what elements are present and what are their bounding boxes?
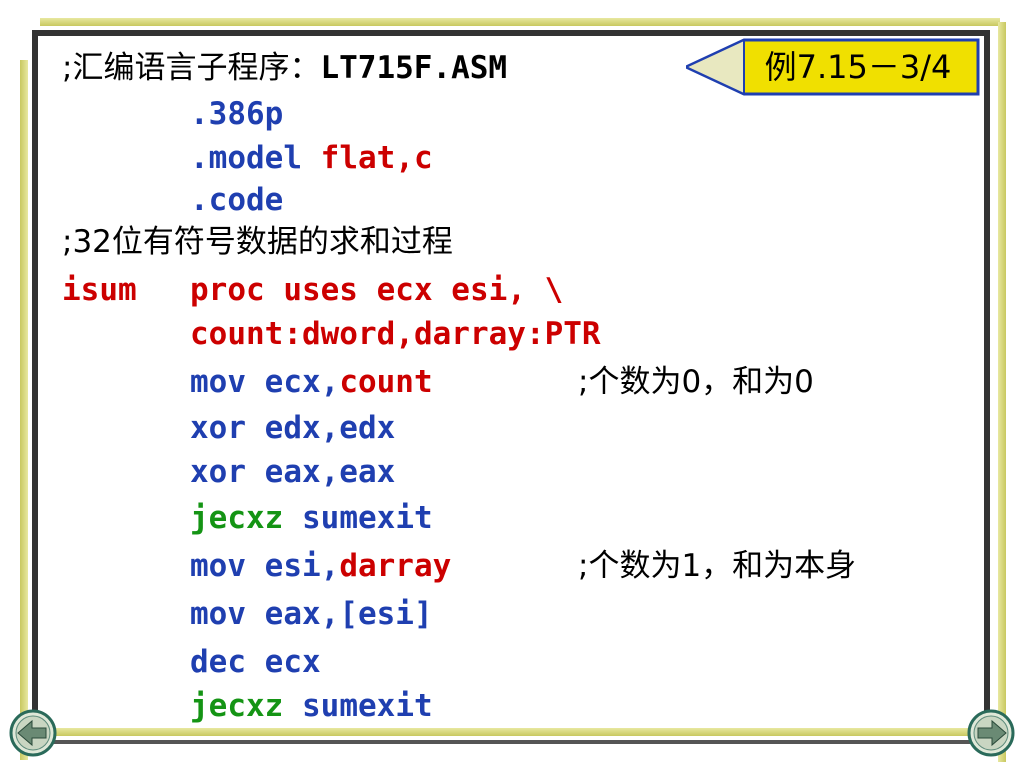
mov-esi-op: mov esi, (190, 548, 340, 584)
header-line: ;汇编语言子程序：LT715F.ASM (62, 48, 507, 88)
frame-right-dark (984, 30, 990, 720)
prev-slide-button[interactable] (8, 708, 58, 758)
code-line-jecxz-2: jecxz sumexit (190, 686, 433, 726)
header-comment-text: ;汇编语言子程序： (62, 50, 321, 86)
model-keyword: .model (190, 140, 302, 176)
jecxz-op-2: jecxz (190, 688, 284, 724)
file-name: LT715F.ASM (320, 50, 508, 86)
forward-arrow-icon (967, 709, 1015, 757)
code-line-jecxz-1: jecxz sumexit (190, 498, 433, 538)
frame-left-gold (20, 60, 28, 760)
frame-bottom-gold (40, 728, 990, 736)
code-line-mov-esi: mov esi,darray (190, 546, 451, 586)
code-line-xor-edx: xor edx,edx (190, 410, 396, 446)
frame-left-dark (32, 30, 38, 720)
jecxz-target-2: sumexit (302, 688, 433, 724)
back-arrow-icon (9, 709, 57, 757)
code-line-model: .model flat,c (190, 138, 433, 178)
mov-ecx-arg: count (339, 364, 433, 400)
code-line-386p: .386p (190, 96, 284, 132)
mov-esi-comment: ;个数为1，和为本身 (578, 548, 857, 584)
mov-ecx-comment-line: ;个数为0，和为0 (578, 362, 814, 402)
code-line-mov-eax: mov eax,[esi] (190, 596, 433, 632)
code-line-xor-eax: xor eax,eax (190, 454, 396, 490)
mov-esi-comment-line: ;个数为1，和为本身 (578, 546, 856, 586)
code-line-params: count:dword,darray:PTR (190, 316, 601, 352)
example-badge-shape (686, 38, 980, 96)
frame-bottom-dark (40, 740, 990, 744)
code-line-mov-ecx: mov ecx,count (190, 362, 433, 402)
proc-comment-line: ;32位有符号数据的求和过程 (62, 222, 453, 262)
jecxz-op-1: jecxz (190, 500, 284, 536)
mov-ecx-comment: ;个数为0，和为0 (578, 364, 814, 400)
next-slide-button[interactable] (966, 708, 1016, 758)
example-badge: 例7.15－3/4 (764, 48, 952, 86)
jecxz-target-1: sumexit (302, 500, 433, 536)
proc-declaration: proc uses ecx esi, \ (190, 272, 564, 308)
frame-top-gold (40, 18, 1000, 26)
mov-ecx-op: mov ecx, (190, 364, 340, 400)
frame-right-gold (998, 22, 1006, 762)
proc-comment: ;32位有符号数据的求和过程 (62, 224, 453, 260)
frame-top-dark (34, 30, 984, 36)
code-line-dec-ecx: dec ecx (190, 644, 321, 680)
code-line-proc: isum proc uses ecx esi, \ (62, 270, 563, 310)
model-argument: flat,c (320, 140, 433, 176)
proc-name: isum (62, 272, 137, 308)
mov-esi-arg: darray (339, 548, 452, 584)
code-line-code: .code (190, 182, 284, 218)
